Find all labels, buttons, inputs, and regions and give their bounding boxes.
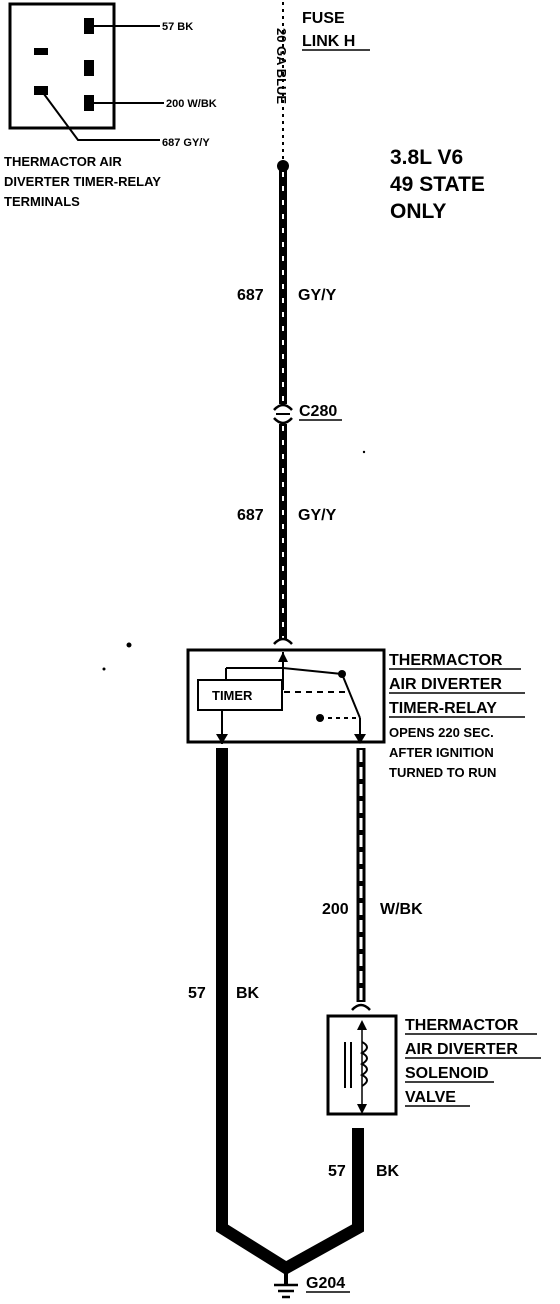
lower-wire-color: GY/Y [298, 507, 337, 524]
connector-c280: C280 [273, 403, 342, 425]
solenoid-title-line2: AIR DIVERTER [405, 1041, 518, 1058]
timer-relay: TIMER THERMACTOR AIR DIVERTER TIMER-RELA… [186, 637, 525, 780]
feed-circuit-number: 200 [322, 901, 349, 918]
pin-label-687: 687 GY/Y [162, 137, 210, 149]
upper-wire-color: GY/Y [298, 287, 337, 304]
fuse-title-line1: FUSE [302, 10, 345, 27]
solenoid-valve: THERMACTOR AIR DIVERTER SOLENOID VALVE [326, 1014, 541, 1116]
application-line3: ONLY [390, 200, 446, 223]
ground-circuit-number: 57 [188, 985, 206, 1002]
feed-wire-color: W/BK [380, 901, 423, 918]
wire-57-solenoid-ground: 57 BK [328, 1163, 400, 1180]
wire-687-upper: 687 GY/Y [237, 170, 337, 404]
connector-body [8, 2, 116, 130]
solenoid-title-line1: THERMACTOR [405, 1017, 519, 1034]
relay-title-line2: AIR DIVERTER [389, 676, 502, 693]
timer-label: TIMER [212, 688, 253, 703]
solenoid-ground-wire-color: BK [376, 1163, 400, 1180]
relay-note-line3: TURNED TO RUN [389, 765, 496, 780]
connector-pin-blank [84, 60, 94, 76]
connector-key-left [34, 48, 48, 55]
relay-note-line1: OPENS 220 SEC. [389, 725, 494, 740]
solenoid-title-line4: VALVE [405, 1089, 456, 1106]
connector-caption-line2: DIVERTER TIMER-RELAY [4, 174, 161, 189]
lower-circuit-number: 687 [237, 507, 264, 524]
timer-box [197, 679, 283, 711]
upper-circuit-number: 687 [237, 287, 264, 304]
fuse-splice-dot [277, 160, 289, 172]
wire-200-solenoid-feed: 200 W/BK [322, 748, 423, 1011]
application-line2: 49 STATE [390, 173, 485, 196]
wire-57-ground: 57 BK [188, 748, 364, 1275]
fuse-title-line2: LINK H [302, 33, 355, 50]
relay-body [186, 648, 386, 744]
relay-title-line3: TIMER-RELAY [389, 700, 497, 717]
connector-caption-line3: TERMINALS [4, 194, 80, 209]
c280-label: C280 [299, 403, 337, 420]
connector-pin-200 [84, 95, 94, 111]
leader-687 [40, 89, 160, 141]
ground-g204: G204 [274, 1268, 350, 1299]
wire-687-lower: 687 GY/Y [237, 424, 337, 640]
fuse-wire-label: 20 GA BLUE [274, 28, 289, 104]
pin-label-57: 57 BK [162, 21, 193, 33]
fuse-link-section: 20 GA BLUE FUSE LINK H [274, 2, 370, 172]
application-note: 3.8L V6 49 STATE ONLY [390, 146, 485, 223]
application-line1: 3.8L V6 [390, 146, 463, 169]
solenoid-title-line3: SOLENOID [405, 1065, 489, 1082]
connector-terminal-view: 57 BK 200 W/BK 687 GY/Y THERMACTOR AIR D… [4, 2, 217, 209]
connector-caption-line1: THERMACTOR AIR [4, 154, 122, 169]
solenoid-coil [359, 1041, 368, 1087]
relay-note-line2: AFTER IGNITION [389, 745, 494, 760]
print-specks [102, 450, 366, 671]
ground-id-label: G204 [306, 1275, 345, 1292]
ground-wire-color: BK [236, 985, 260, 1002]
pin-label-200: 200 W/BK [166, 98, 217, 110]
connector-pin-57 [84, 18, 94, 34]
solenoid-ground-circuit-number: 57 [328, 1163, 346, 1180]
relay-title-line1: THERMACTOR [389, 652, 503, 669]
